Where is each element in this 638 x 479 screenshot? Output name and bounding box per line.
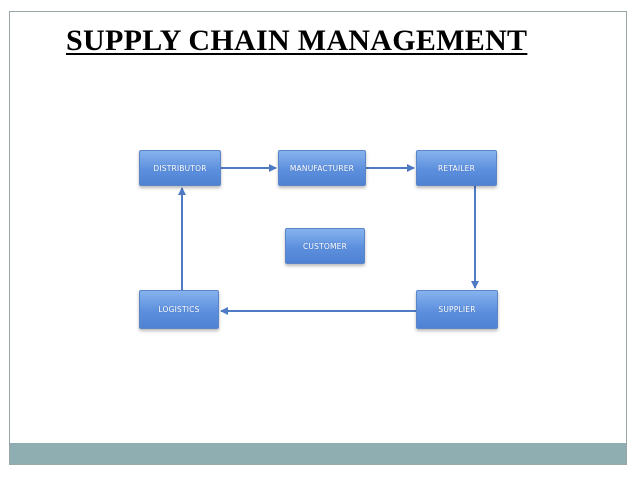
node-logistics-label: LOGISTICS [158,305,200,314]
node-retailer-label: RETAILER [437,163,476,173]
node-distributor: DISTRIBUTOR [139,150,221,186]
node-distributor-label: DISTRIBUTOR [153,163,207,173]
node-supplier: SUPPLIER [416,290,498,329]
node-customer: CUSTOMER [285,228,365,264]
node-logistics: LOGISTICS [139,290,219,329]
footer-band [10,443,626,464]
slide-title: SUPPLY CHAIN MANAGEMENT [66,24,528,57]
node-retailer: RETAILER [416,150,497,186]
node-manufacturer: MANUFACTURER [278,150,366,186]
node-customer-label: CUSTOMER [303,241,347,251]
node-supplier-label: SUPPLIER [438,305,476,314]
node-manufacturer-label: MANUFACTURER [289,163,355,173]
